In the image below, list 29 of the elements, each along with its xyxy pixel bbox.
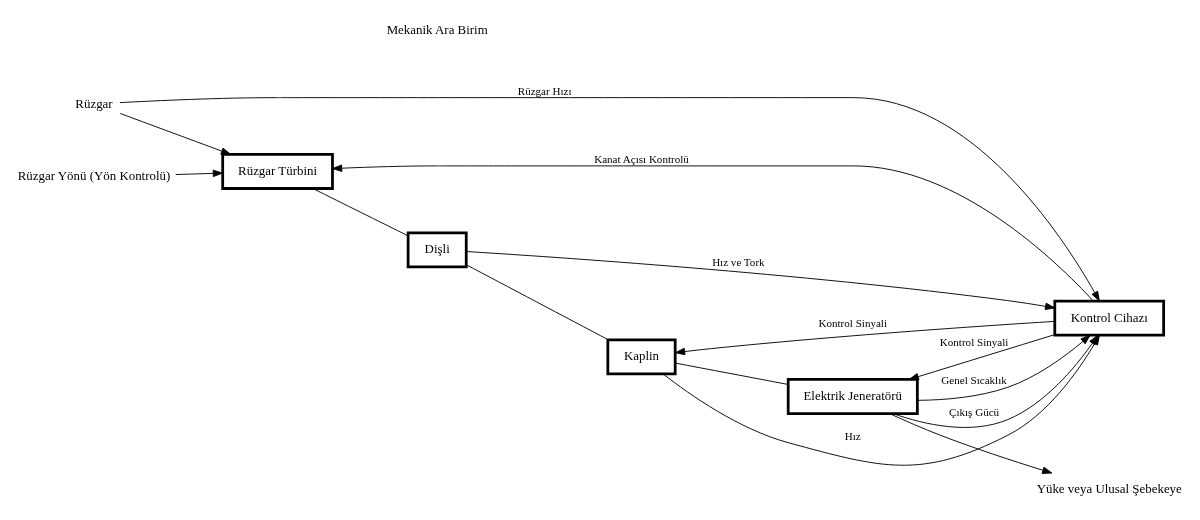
edge-label: Rüzgar Hızı: [517, 84, 572, 97]
arrow: [332, 164, 1094, 302]
node-box: Elektrik Jeneratörü: [786, 378, 919, 415]
arrow: [465, 251, 1056, 310]
node-box: Dişli: [406, 231, 468, 269]
arrow: [908, 334, 1056, 381]
edge-label: Kontrol Sinyali: [939, 336, 1009, 349]
edge-label: Kanat Açısı Kontrolü: [594, 152, 689, 165]
edge-label: Genel Sıcaklık: [941, 374, 1007, 387]
arrow: [175, 169, 223, 178]
label: Mekanik Ara Birim: [386, 21, 488, 37]
arrow: [916, 334, 1091, 401]
edge-label: Hız: [844, 429, 861, 442]
arrow: [119, 97, 1100, 302]
node-box: Rüzgar Türbini: [221, 153, 334, 190]
edge-label: Hız ve Tork: [712, 256, 765, 269]
arrow: [119, 113, 232, 155]
connector: [465, 264, 609, 341]
edge-label: Çıkış Gücü: [949, 406, 1000, 419]
node-text: Rüzgar Yönü (Yön Kontrolü): [17, 168, 171, 184]
arrow: [889, 413, 1053, 474]
node-box: Kontrol Cihazı: [1053, 299, 1166, 337]
node-text: Yüke veya Ulusal Şebekeye: [1036, 481, 1182, 497]
connector: [674, 362, 789, 385]
connector: [312, 188, 409, 237]
edge-label: Kontrol Sinyali: [818, 316, 888, 329]
node-box: Kaplin: [606, 338, 677, 376]
node-text: Rüzgar: [75, 95, 113, 111]
arrow: [675, 320, 1056, 356]
